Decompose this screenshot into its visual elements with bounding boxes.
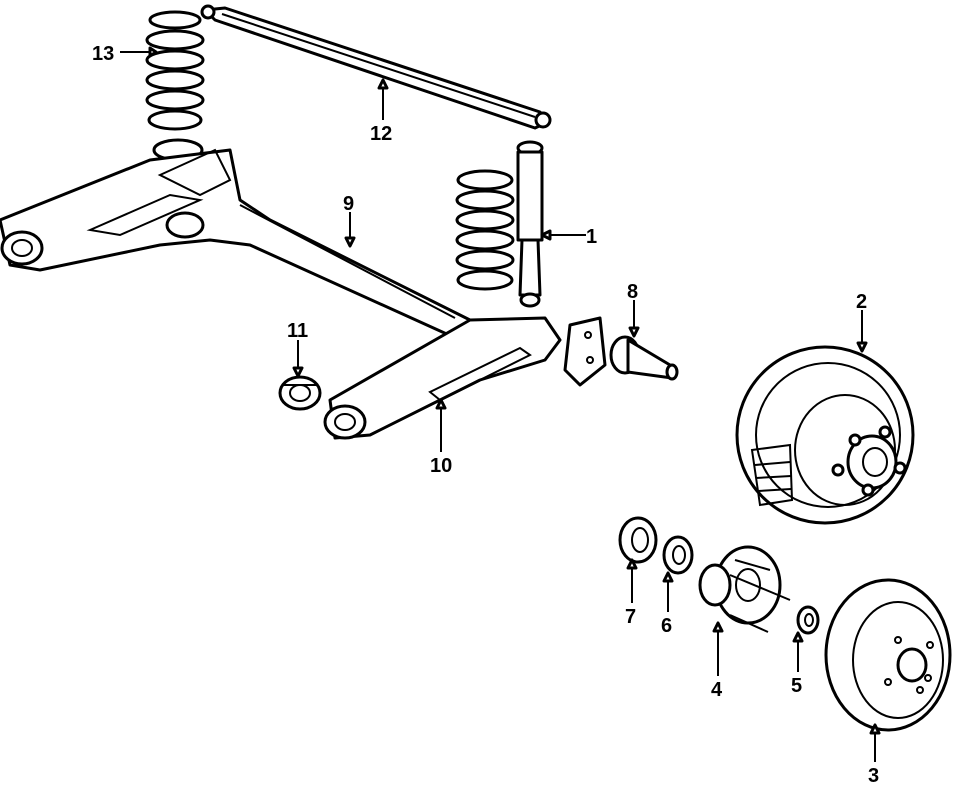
part-1-shock-absorber — [516, 140, 544, 308]
callout-13: 13 — [92, 43, 114, 65]
callout-2: 2 — [856, 291, 867, 313]
part-5-nut — [796, 605, 820, 635]
coil-spring-right — [455, 169, 515, 291]
part-3-brake-rotor — [824, 578, 952, 732]
part-8-spindle — [609, 335, 679, 381]
part-6-bearing — [662, 535, 694, 575]
part-4-hub — [698, 545, 791, 633]
callout-12: 12 — [370, 123, 392, 145]
callout-6: 6 — [661, 615, 672, 637]
part-10-trailing-arm — [323, 316, 607, 440]
callout-8: 8 — [627, 281, 638, 303]
callout-3: 3 — [868, 765, 879, 786]
callout-5: 5 — [791, 675, 802, 697]
part-2-brake-drum — [735, 345, 915, 525]
leader-lines — [120, 46, 881, 762]
callout-1: 1 — [586, 226, 597, 248]
part-11-bushing — [278, 375, 322, 411]
callout-11: 11 — [287, 320, 308, 342]
callout-10: 10 — [430, 455, 452, 477]
callout-4: 4 — [711, 679, 723, 701]
callout-9: 9 — [343, 193, 354, 215]
part-12-track-bar — [200, 4, 552, 130]
part-9-axle-beam — [0, 148, 472, 342]
part-13-coil-spring-left — [145, 10, 205, 162]
part-7-seal — [618, 516, 658, 564]
callout-7: 7 — [625, 606, 636, 628]
